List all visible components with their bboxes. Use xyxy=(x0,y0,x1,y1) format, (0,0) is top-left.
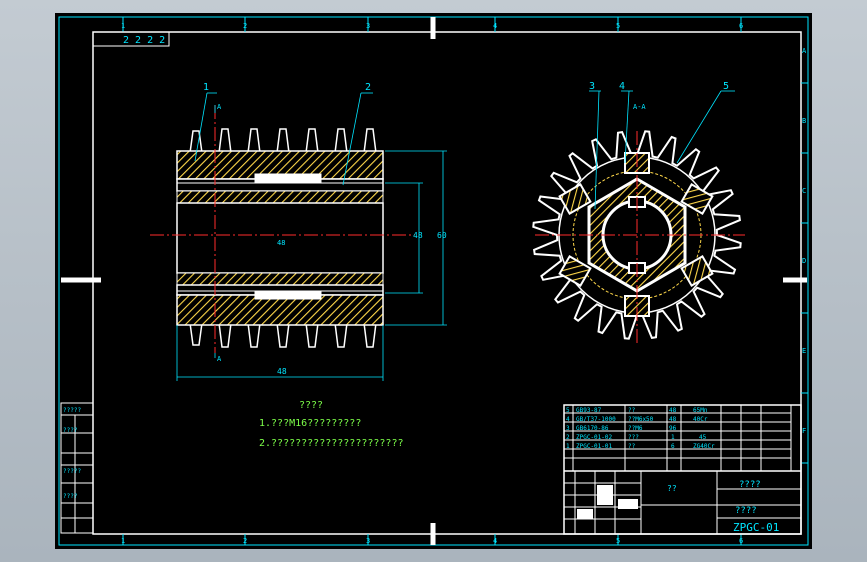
bom-cell: 4 xyxy=(566,416,570,423)
bom-cell: ZPGC-01-02 xyxy=(576,434,613,441)
border-label: 3 xyxy=(366,537,370,545)
notes-title: ???? xyxy=(299,400,323,411)
border-label: 6 xyxy=(739,22,743,30)
balloon-3[interactable]: 3 xyxy=(589,81,595,92)
top-left-box xyxy=(92,31,170,47)
note-1: 1.???M16????????? xyxy=(259,418,361,429)
dim-length: 48 xyxy=(277,367,287,376)
bom-cell: 6 xyxy=(671,443,675,450)
border-label: 6 xyxy=(739,537,743,545)
border-label: 5 xyxy=(616,22,620,30)
section-mark-top: A xyxy=(217,103,222,111)
title-cell-fill xyxy=(577,509,593,519)
zone-ticks xyxy=(122,17,808,545)
border-label: 4 xyxy=(493,22,497,30)
bom-cell: ?? xyxy=(628,443,636,450)
left-strip-4: ???? xyxy=(63,493,78,500)
centering-marks xyxy=(61,17,807,545)
bom-cell: ??M6x50 xyxy=(628,416,654,423)
balloon-4[interactable]: 4 xyxy=(619,81,625,92)
balloon-1[interactable]: 1 xyxy=(203,82,209,93)
dim-inner-diameter: 48 xyxy=(413,231,423,240)
gear-front-view[interactable]: 60 48 48 48 1 2 A A xyxy=(150,82,447,381)
section-mark-bottom: A xyxy=(217,355,222,363)
company-name[interactable]: ???? xyxy=(739,480,761,490)
border-label: F xyxy=(802,427,806,435)
border-label: D xyxy=(802,257,806,265)
bom-cell: ??? xyxy=(628,434,639,441)
inner-frame xyxy=(92,31,802,535)
dim-bore: 48 xyxy=(277,239,285,247)
section-label-aa: A-A xyxy=(633,103,646,111)
bom-cell: ZG40Cr xyxy=(693,443,715,450)
gear-side-view[interactable]: 3 4 5 A-A xyxy=(532,81,745,343)
border-label: B xyxy=(802,117,806,125)
top-left-text: 2 2 2 2 xyxy=(123,35,165,46)
title-cell-fill xyxy=(597,485,613,505)
left-strip-1: ????? xyxy=(63,407,81,414)
border-label: 2 xyxy=(243,22,247,30)
border-label: 2 xyxy=(243,537,247,545)
bom-table: 5 GB93-87 ?? 48 65Mn 4 GB/T37-1000 ??M6x… xyxy=(564,405,801,472)
note-2: 2.?????????????????????? xyxy=(259,438,404,449)
border-label: A xyxy=(802,47,807,55)
bom-cell: ?? xyxy=(628,407,636,414)
scale-cell: ?? xyxy=(667,484,677,493)
border-label: 4 xyxy=(493,537,497,545)
bom-cell: 96 xyxy=(669,425,677,432)
bom-cell: 1 xyxy=(671,434,675,441)
bom-cell: 65Mn xyxy=(693,407,708,414)
title-block[interactable]: 5 GB93-87 ?? 48 65Mn 4 GB/T37-1000 ??M6x… xyxy=(563,404,802,535)
border-label: 5 xyxy=(616,537,620,545)
drawing-number[interactable]: ZPGC-01 xyxy=(733,521,779,534)
bom-cell: 3 xyxy=(566,425,570,432)
border-label: 1 xyxy=(121,537,125,545)
bom-cell: 48 xyxy=(669,407,677,414)
border-label: C xyxy=(802,187,806,195)
technical-notes: ???? 1.???M16????????? 2.???????????????… xyxy=(259,400,404,449)
dim-outer-diameter: 60 xyxy=(437,231,447,240)
bom-cell: ??M6 xyxy=(628,425,643,432)
bom-cell: 40Cr xyxy=(693,416,708,423)
balloon-2[interactable]: 2 xyxy=(365,82,371,93)
left-strip-table: ????? ???? ????? ???? xyxy=(60,402,94,534)
bom-cell: 1 xyxy=(566,443,570,450)
bom-cell: GB93-87 xyxy=(576,407,602,414)
drawing-sheet[interactable]: 2 2 2 2 xyxy=(55,13,812,549)
bom-cell: 2 xyxy=(566,434,570,441)
left-strip-2: ???? xyxy=(63,427,78,434)
border-label: 3 xyxy=(366,22,370,30)
left-strip-3: ????? xyxy=(63,468,81,475)
bom-cell: GB6170-86 xyxy=(576,425,609,432)
border-label: E xyxy=(802,347,806,355)
part-name[interactable]: ???? xyxy=(735,506,757,516)
balloon-5[interactable]: 5 xyxy=(723,81,729,92)
bom-cell: 5 xyxy=(566,407,570,414)
bom-cell: GB/T37-1000 xyxy=(576,416,616,423)
title-cell-fill xyxy=(618,499,638,509)
cad-drawing[interactable]: 2 2 2 2 xyxy=(55,13,812,549)
bom-cell: 48 xyxy=(669,416,677,423)
bom-cell: 45 xyxy=(699,434,707,441)
bom-cell: ZPGC-01-01 xyxy=(576,443,613,450)
border-labels: 1 2 3 4 5 6 1 2 3 4 5 6 A B C D E F xyxy=(121,22,807,545)
border-label: 1 xyxy=(121,22,125,30)
